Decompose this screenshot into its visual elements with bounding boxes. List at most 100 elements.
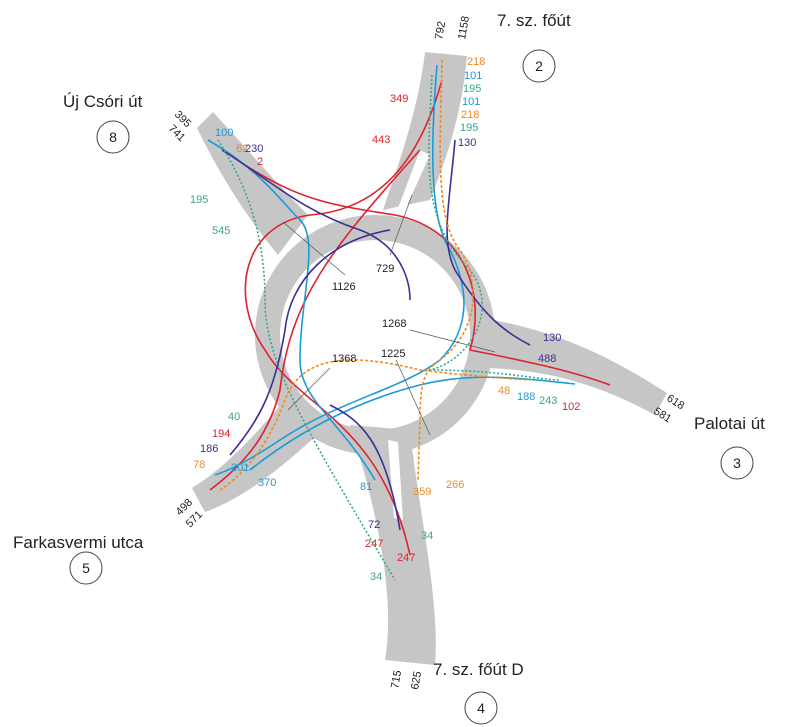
flow-blue-3 bbox=[249, 376, 576, 471]
arm-8-number: 8 bbox=[109, 129, 117, 145]
circle-flow-values: 1126 729 1268 1368 1225 bbox=[332, 263, 406, 365]
flow-value: 195 bbox=[460, 122, 478, 134]
flow-value: 370 bbox=[258, 477, 276, 489]
flow-blue-1 bbox=[214, 64, 465, 476]
flow-value: 186 bbox=[200, 443, 218, 455]
flow-red-2 bbox=[244, 164, 611, 386]
flow-value: 101 bbox=[462, 96, 480, 108]
flow-value: 195 bbox=[190, 194, 208, 206]
flow-value: 102 bbox=[562, 401, 580, 413]
arm-5-number: 5 bbox=[82, 560, 90, 576]
flow-value: 48 bbox=[498, 385, 510, 397]
arm-2-out-total: 1158 bbox=[456, 15, 472, 40]
arm-8-number-circle bbox=[96, 120, 130, 154]
flow-navy-1 bbox=[446, 139, 531, 346]
lead-1368 bbox=[287, 367, 331, 411]
flow-red-1 bbox=[244, 79, 443, 556]
flow-value: 101 bbox=[464, 70, 482, 82]
flow-value: 545 bbox=[212, 225, 230, 237]
arm-3-number-circle bbox=[720, 446, 754, 480]
arm-4-number: 4 bbox=[477, 700, 485, 716]
turning-values-north: 218 101 195 101 218 195 130 349 443 bbox=[372, 56, 485, 149]
arm-5-number-circle bbox=[69, 551, 103, 585]
arm-4-in-total: 715 bbox=[389, 669, 404, 689]
flow-value: 81 bbox=[360, 481, 372, 493]
lead-1126 bbox=[282, 221, 346, 276]
lead-1268 bbox=[409, 329, 496, 353]
arm-4-number-circle bbox=[464, 691, 498, 725]
turning-values-south: 81 359 266 72 247 247 34 34 bbox=[360, 479, 464, 583]
flow-value: 188 bbox=[517, 391, 535, 403]
circle-flow-label: 1126 bbox=[332, 281, 356, 293]
arm-2-number-circle bbox=[522, 49, 556, 83]
circle-flow-label: 1368 bbox=[332, 353, 356, 365]
flow-value: 247 bbox=[365, 538, 383, 550]
flow-value: 130 bbox=[458, 137, 476, 149]
arm-2-in-total: 792 bbox=[433, 20, 448, 40]
arm-northwest-road bbox=[197, 112, 308, 255]
arm-3-number: 3 bbox=[733, 455, 741, 471]
flow-value: 201 bbox=[231, 462, 249, 474]
flow-value: 100 bbox=[215, 127, 233, 139]
lead-729 bbox=[389, 194, 413, 256]
flow-value: 34 bbox=[421, 530, 433, 542]
flow-value: 2 bbox=[257, 156, 263, 168]
arm-3-label: Palotai út 3 bbox=[694, 414, 765, 480]
arm-5-label: Farkasvermi utca 5 bbox=[13, 533, 144, 585]
flow-value: 349 bbox=[390, 93, 408, 105]
flow-value: 72 bbox=[368, 519, 380, 531]
arm-3-in-total: 618 bbox=[664, 392, 686, 412]
flow-navy-2 bbox=[221, 149, 411, 301]
circle-flow-label: 729 bbox=[376, 263, 394, 275]
flow-value: 218 bbox=[461, 109, 479, 121]
flow-value: 78 bbox=[193, 459, 205, 471]
arm-8-name: Új Csóri út bbox=[63, 92, 143, 111]
flow-lines bbox=[207, 59, 611, 581]
flow-value: 194 bbox=[212, 428, 230, 440]
flow-value: 243 bbox=[539, 395, 557, 407]
flow-value: 40 bbox=[228, 411, 240, 423]
flow-value: 266 bbox=[446, 479, 464, 491]
flow-navy-4 bbox=[329, 404, 401, 531]
flow-value: 34 bbox=[370, 571, 382, 583]
arm-north-road bbox=[383, 52, 467, 210]
leader-lines bbox=[282, 194, 496, 436]
flow-orange-2 bbox=[219, 359, 531, 491]
island-south bbox=[388, 440, 403, 520]
arm-south-road bbox=[350, 425, 436, 665]
flow-value: 195 bbox=[463, 83, 481, 95]
turning-values-northwest: 100 62 230 2 195 545 bbox=[190, 127, 263, 237]
flow-green-2 bbox=[428, 74, 561, 381]
arm-east-road bbox=[480, 318, 667, 415]
arm-2-name: 7. sz. főút bbox=[497, 11, 571, 30]
flow-value: 359 bbox=[413, 486, 431, 498]
flow-value: 488 bbox=[538, 353, 556, 365]
arm-2-label: 7. sz. főút 2 bbox=[497, 11, 571, 83]
turning-values-southwest: 40 194 186 78 201 370 bbox=[193, 411, 276, 489]
arm-4-name: 7. sz. főút D bbox=[433, 660, 524, 679]
arm-4-out-total: 625 bbox=[409, 670, 424, 690]
flow-navy-3 bbox=[229, 229, 391, 456]
circle-flow-label: 1225 bbox=[381, 348, 405, 360]
circle-flow-label: 1268 bbox=[382, 318, 406, 330]
island-north bbox=[398, 150, 430, 210]
flow-orange-1 bbox=[417, 59, 474, 481]
arm-totals: 792 1158 395 741 618 581 498 571 715 625 bbox=[166, 15, 686, 690]
arm-4-label: 7. sz. főút D 4 bbox=[433, 660, 524, 725]
arm-3-name: Palotai út bbox=[694, 414, 765, 433]
flow-value: 230 bbox=[245, 143, 263, 155]
flow-value: 218 bbox=[467, 56, 485, 68]
flow-value: 62 bbox=[236, 143, 248, 155]
arm-2-number: 2 bbox=[535, 58, 543, 74]
flow-blue-2 bbox=[207, 139, 376, 481]
lead-1225 bbox=[395, 359, 431, 436]
flow-value: 130 bbox=[543, 332, 561, 344]
arm-8-label: Új Csóri út 8 bbox=[63, 92, 143, 154]
flow-value: 247 bbox=[397, 552, 415, 564]
turning-values-east: 130 488 48 188 243 102 bbox=[498, 332, 580, 413]
flow-green-1 bbox=[217, 139, 396, 581]
arm-5-name: Farkasvermi utca bbox=[13, 533, 144, 552]
flow-value: 443 bbox=[372, 134, 390, 146]
